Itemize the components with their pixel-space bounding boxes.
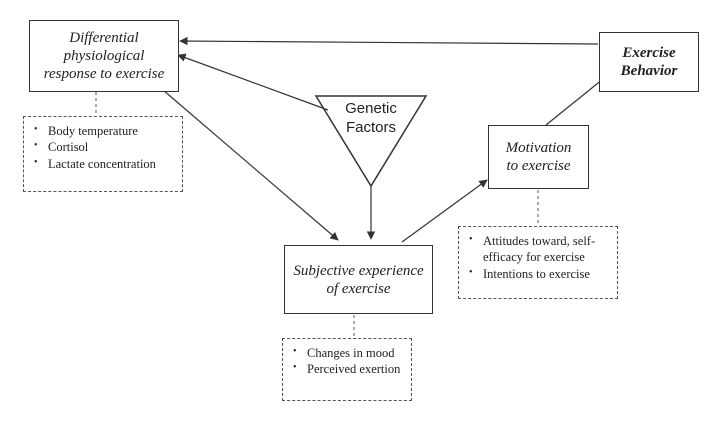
subjective-details-list: Changes in mood Perceived exertion	[291, 345, 403, 378]
motivation-details-list: Attitudes toward, self-efficacy for exer…	[467, 233, 609, 282]
physiological-response-box: Differential physiological response to e…	[29, 20, 179, 92]
motivation-title: Motivation to exercise	[505, 140, 572, 174]
list-item: Changes in mood	[291, 345, 403, 361]
motivation-details-box: Attitudes toward, self-efficacy for exer…	[458, 226, 618, 299]
arrow-motivation-to-behavior	[545, 74, 609, 126]
genetic-factors-label: Genetic Factors	[345, 100, 397, 136]
motivation-box: Motivation to exercise	[488, 125, 589, 189]
arrow-genetic-to-physiological	[177, 53, 329, 111]
physiological-details-list: Body temperature Cortisol Lactate concen…	[32, 123, 174, 172]
list-item: Perceived exertion	[291, 361, 403, 377]
subjective-experience-title: Subjective experience of exercise	[293, 262, 424, 297]
list-item: Intentions to exercise	[467, 266, 609, 282]
arrow-subjective-to-motivation	[401, 179, 488, 243]
genetic-factors-triangle	[314, 95, 428, 188]
subjective-details-box: Changes in mood Perceived exertion	[282, 338, 412, 401]
subjective-experience-box: Subjective experience of exercise	[284, 245, 433, 314]
arrow-physiological-to-subjective	[162, 89, 339, 241]
exercise-behavior-title: Exercise Behavior	[620, 45, 678, 79]
list-item: Lactate concentration	[32, 156, 174, 172]
arrow-behavior-to-physiological	[179, 36, 599, 46]
list-item: Attitudes toward, self-efficacy for exer…	[467, 233, 609, 266]
physiological-response-title: Differential physiological response to e…	[43, 30, 165, 82]
list-item: Body temperature	[32, 123, 174, 139]
exercise-behavior-box: Exercise Behavior	[599, 32, 699, 92]
physiological-details-box: Body temperature Cortisol Lactate concen…	[23, 116, 183, 192]
list-item: Cortisol	[32, 139, 174, 155]
